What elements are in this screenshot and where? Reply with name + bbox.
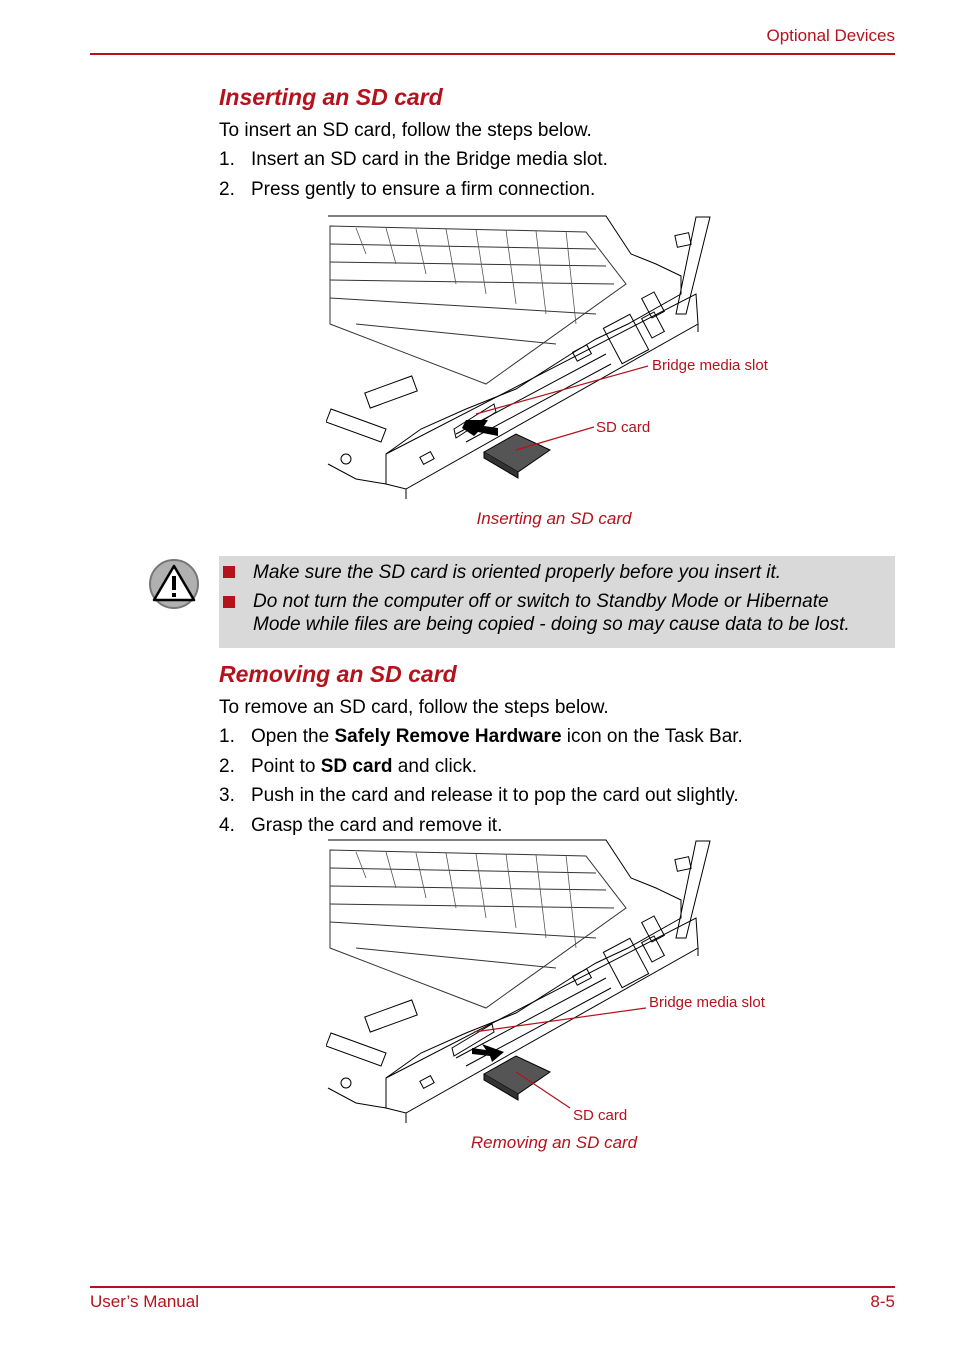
caution-item-1: Make sure the SD card is oriented proper… [253,562,782,583]
insert-step-1: 1. Insert an SD card in the Bridge media … [219,149,608,171]
caution-item-2: Do not turn the computer off or switch t… [253,591,829,612]
step-number: 2. [219,179,235,200]
step-bold: SD card [320,756,393,777]
insert-step-2: 2. Press gently to ensure a firm connecti… [219,179,595,201]
step-number: 3. [219,785,235,806]
step-number: 2. [219,756,235,777]
section-heading-remove: Removing an SD card [219,661,457,687]
figure-caption-remove: Removing an SD card [470,1133,638,1152]
laptop-insert-illustration [326,215,711,499]
page-number: 8-5 [870,1292,895,1311]
step-text: Push in the card and release it to pop t… [251,785,739,806]
caution-note: Make sure the SD card is oriented proper… [219,556,895,648]
figure-caption-insert: Inserting an SD card [476,509,632,528]
laptop-remove-illustration [326,839,711,1123]
step-text: Press gently to ensure a firm connection… [251,179,596,200]
callout-bridge-media-slot: Bridge media slot [649,994,765,1011]
step-text: Insert an SD card in the Bridge media sl… [251,149,608,170]
warning-icon [149,559,199,609]
step-text: Grasp the card and remove it. [251,815,503,836]
running-header: Optional Devices [766,26,895,45]
callout-sd-card: SD card [596,419,651,436]
footer-rule [90,1286,895,1288]
footer-title: User’s Manual [90,1292,199,1311]
step-text: Open the [251,726,335,747]
step-bold: Safely Remove Hardware [334,726,562,747]
insert-intro: To insert an SD card, follow the steps b… [219,120,592,141]
step-text: Point to [251,756,321,777]
remove-step-3: 3. Push in the card and release it to pop… [219,785,739,807]
remove-step-1: 1. Open the Safely Remove Hardware icon o… [219,726,743,748]
step-text: and click. [392,756,478,777]
bullet-marker [223,566,235,578]
bullet-marker [223,596,235,608]
remove-intro: To remove an SD card, follow the steps b… [219,697,609,718]
caution-item-2-cont: Mode while files are being copied - doin… [253,614,850,635]
remove-step-2: 2. Point to SD card and click. [219,756,477,778]
step-number: 1. [219,726,235,747]
callout-bridge-media-slot: Bridge media slot [652,357,768,374]
remove-step-4: 4. Grasp the card and remove it. [219,815,502,837]
section-heading-insert: Inserting an SD card [219,84,443,110]
callout-sd-card: SD card [573,1107,628,1124]
step-text: icon on the Task Bar. [561,726,743,747]
header-rule [90,53,895,55]
step-number: 4. [219,815,235,836]
step-number: 1. [219,149,235,170]
